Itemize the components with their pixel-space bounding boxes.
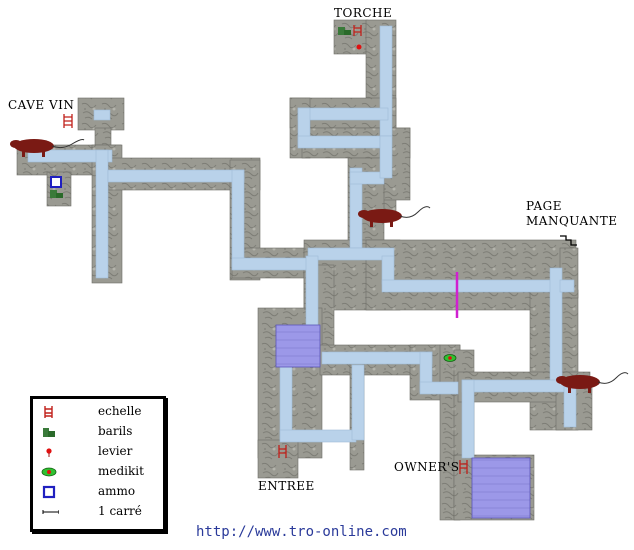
ammo-icon <box>50 176 62 188</box>
site-url[interactable]: http://www.tro-online.com <box>196 524 407 540</box>
legend-label: ammo <box>98 484 136 498</box>
rat-icon <box>10 139 85 157</box>
legend-label: 1 carré <box>98 504 142 518</box>
ammo-icon <box>42 485 56 499</box>
map-legend: echelle barils levier medikit ammo 1 car… <box>30 396 166 532</box>
label-page-manquante-line1: PAGE <box>526 199 562 213</box>
ladder-icon <box>44 406 53 418</box>
ladder-icon <box>278 445 287 458</box>
water-pool-entree <box>275 324 321 368</box>
water-pool-owners <box>471 457 531 519</box>
barrels-icon <box>50 190 63 198</box>
label-owners: OWNER'S <box>394 460 460 474</box>
label-torche: TORCHE <box>334 6 393 20</box>
label-entree: ENTREE <box>258 479 315 493</box>
legend-row: barils <box>33 423 163 441</box>
scale-bar-icon <box>42 510 59 514</box>
ladder-icon <box>63 114 73 128</box>
legend-row: 1 carré <box>33 503 163 521</box>
lever-icon <box>356 44 362 50</box>
legend-row: echelle <box>33 403 163 421</box>
legend-label: barils <box>98 424 133 438</box>
legend-label: echelle <box>98 404 142 418</box>
legend-label: levier <box>98 444 133 458</box>
medikit-icon <box>41 467 57 477</box>
corridors <box>27 25 577 459</box>
legend-row: levier <box>33 443 163 461</box>
barrels-icon <box>338 27 351 35</box>
ladder-icon <box>353 25 362 36</box>
legend-label: medikit <box>98 464 144 478</box>
label-cave-vin: CAVE VIN <box>8 98 75 112</box>
barrels-icon <box>43 428 55 437</box>
lever-icon <box>46 448 52 457</box>
label-page-manquante-line2: MANQUANTE <box>526 214 618 228</box>
ladder-icon <box>459 460 468 474</box>
legend-row: medikit <box>33 463 163 481</box>
rat-icon <box>556 372 629 393</box>
rat-icon <box>358 206 431 227</box>
medikit-icon <box>442 353 458 364</box>
legend-row: ammo <box>33 483 163 501</box>
stairs-icon <box>560 235 577 246</box>
